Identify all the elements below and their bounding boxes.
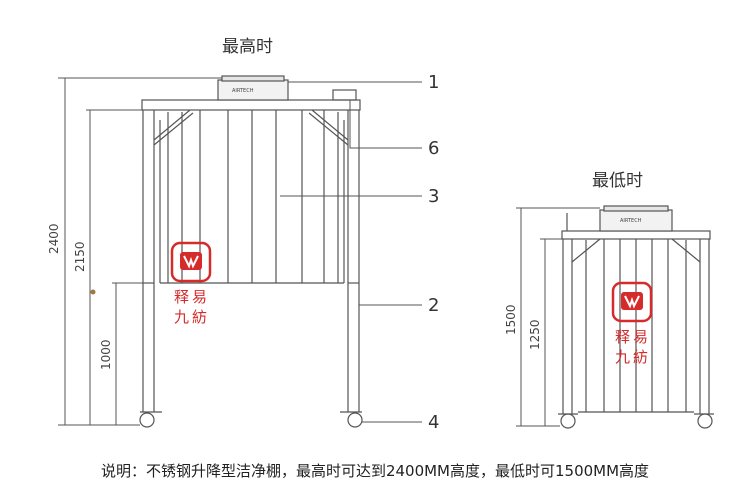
- dimension-lines-max: [58, 77, 222, 426]
- dim-label-2400: 2400: [47, 223, 61, 254]
- seal-logo-mark: [183, 255, 199, 269]
- callout-3: 3: [428, 186, 439, 207]
- min-height-unit: [558, 205, 714, 429]
- title-max-height: 最高时: [222, 37, 273, 57]
- watermark-seal-min: 释 易 九 紡: [611, 281, 653, 366]
- dim-label-1000: 1000: [99, 339, 113, 370]
- seal-char-4-min: 紡: [633, 348, 648, 366]
- curtain-strips-min: [585, 239, 687, 412]
- watermark-seal-max: 释 易 九 紡: [170, 241, 212, 326]
- seal-char-2-min: 易: [633, 328, 648, 346]
- seal-frame: [170, 241, 212, 283]
- curtain-edges: [159, 120, 345, 283]
- seal-char-1: 释: [174, 288, 189, 306]
- callout-1: 1: [428, 72, 439, 93]
- stain-dot: [90, 289, 96, 295]
- title-min-height: 最低时: [592, 171, 643, 191]
- fan-brand-max: AIRTECH: [232, 88, 254, 94]
- fan-cap: [221, 75, 285, 82]
- seal-char-2: 易: [192, 288, 207, 306]
- seal-char-3-min: 九: [615, 348, 630, 366]
- caster-left-min: [560, 413, 576, 429]
- dim-label-1500: 1500: [504, 304, 518, 335]
- dim-label-1250: 1250: [528, 319, 542, 350]
- caster-right: [347, 412, 363, 428]
- callout-4: 4: [428, 412, 439, 433]
- seal-char-4: 紡: [192, 308, 207, 326]
- seal-char-1-min: 释: [615, 328, 630, 346]
- caster-left: [139, 412, 155, 428]
- dimension-lines-min: [516, 207, 600, 427]
- control-box: [332, 89, 357, 101]
- leader-6: [349, 100, 422, 149]
- top-beam-min: [561, 230, 711, 240]
- dim-label-2150: 2150: [73, 241, 87, 272]
- caster-right-min: [697, 413, 713, 429]
- max-height-unit: [139, 75, 363, 428]
- right-brace: [311, 109, 349, 141]
- seal-char-3: 九: [174, 308, 189, 326]
- seal-logo-mark-min: [624, 295, 640, 309]
- callout-2: 2: [428, 295, 439, 316]
- right-brace-inner: [308, 112, 349, 146]
- fan-brand-min: AIRTECH: [620, 218, 642, 224]
- seal-frame-min: [611, 281, 653, 323]
- fan-cap-min: [603, 205, 669, 212]
- callout-6: 6: [428, 138, 439, 159]
- caption-text: 说明：不锈钢升降型洁净棚，最高时可达到2400MM高度，最低时可1500MM高度: [100, 462, 650, 480]
- callout-leaders: [280, 81, 422, 423]
- top-beam: [141, 99, 361, 111]
